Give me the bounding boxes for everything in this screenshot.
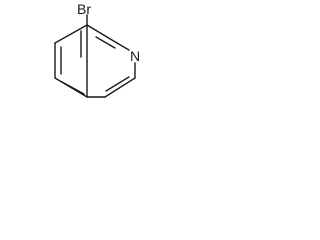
bond-c3-c4 <box>104 77 136 98</box>
bond-c8a-c1 <box>86 24 118 44</box>
double-bond-c1-n2 <box>95 36 116 49</box>
bond-c8-c7 <box>54 24 88 44</box>
nitrogen-label: N <box>130 48 140 64</box>
double-bond-c3-c4 <box>105 76 130 92</box>
double-bond-c5-c4a <box>61 81 85 95</box>
bond-c1-n2 <box>116 42 130 51</box>
bromine-label: Br <box>77 1 91 17</box>
molecule-structure-diagram: Br N <box>54 1 140 98</box>
